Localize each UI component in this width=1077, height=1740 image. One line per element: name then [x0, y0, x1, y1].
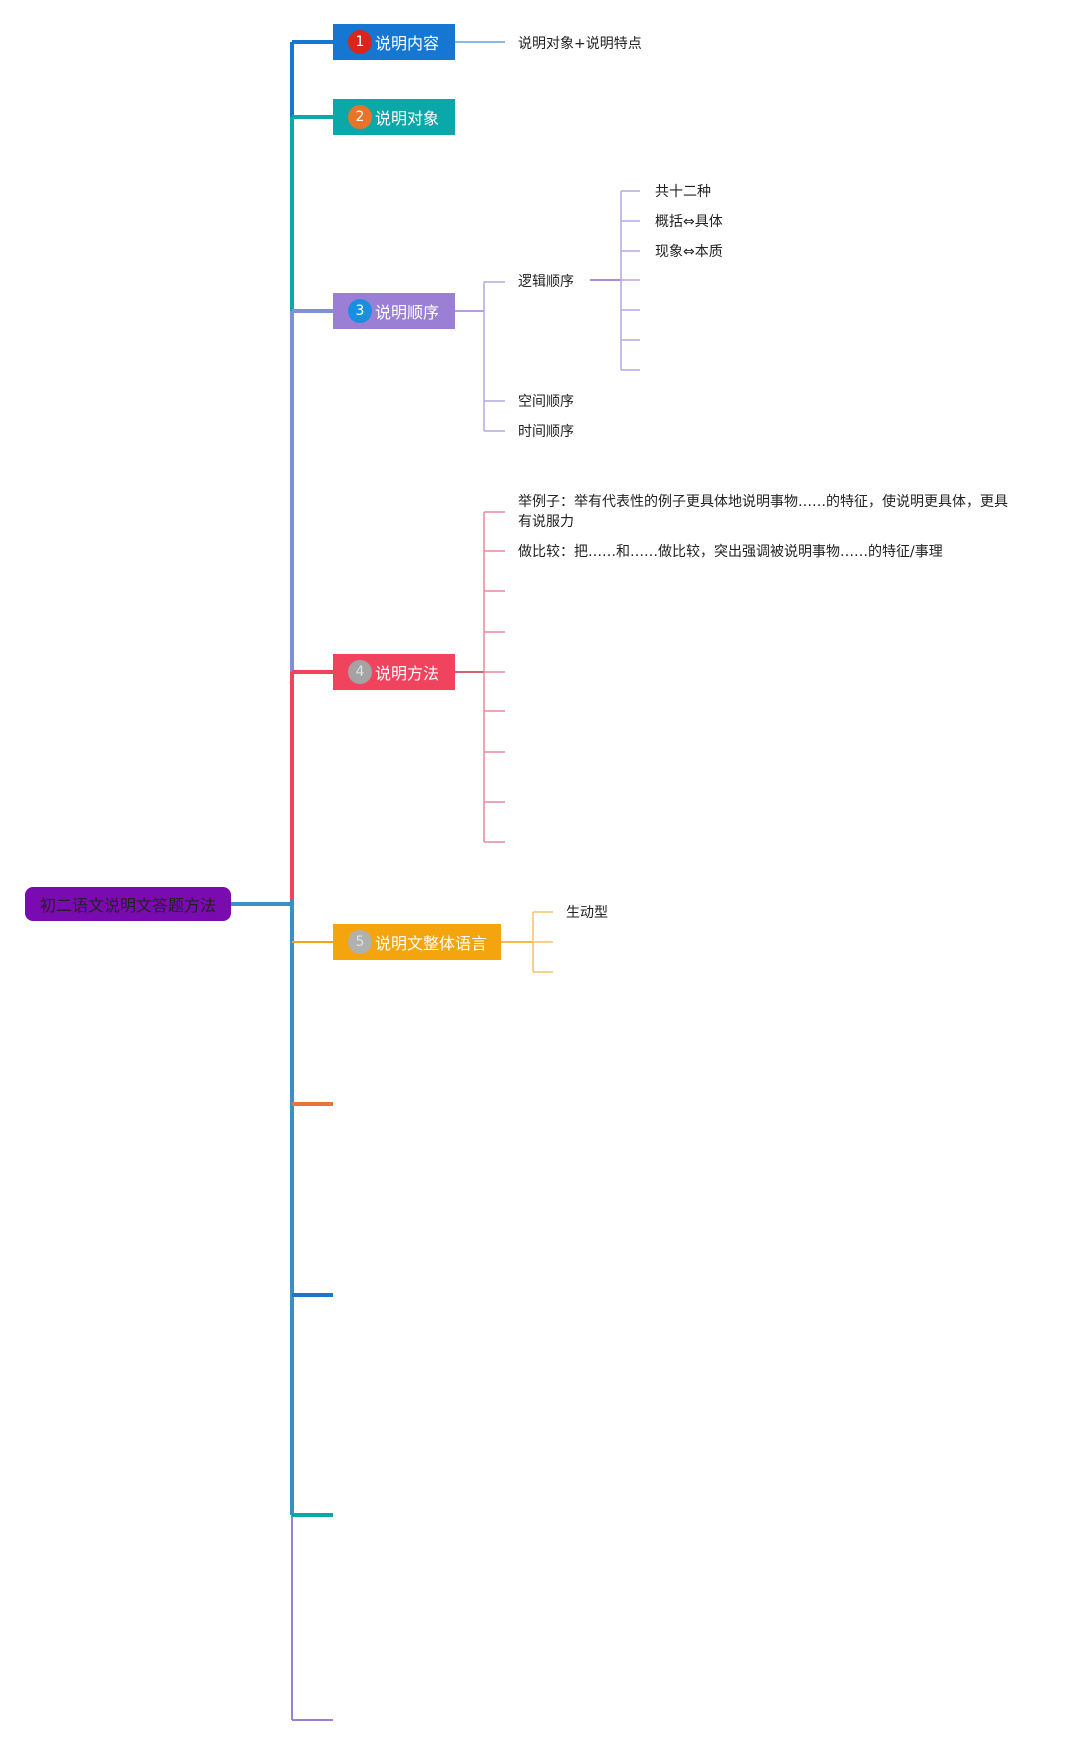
branch-2-label: 说明对象 [375, 109, 440, 128]
leaf-xianxiang-benzhi[interactable]: 现象⇔本质 [655, 244, 723, 260]
branch-3-label: 说明顺序 [375, 303, 440, 322]
branch-1-shuoming-neirong[interactable]: 1 说明内容 [333, 24, 455, 60]
root-topic[interactable]: 初二语文说明文答题方法 [25, 887, 231, 921]
branch-4-shuoming-fangfa[interactable]: 4 说明方法 [333, 654, 455, 690]
leaf-duixiang-tedian[interactable]: 说明对象+说明特点 [518, 36, 642, 52]
branch-5-zhengti-yuyan[interactable]: 5 说明文整体语言 [333, 924, 501, 960]
number-3-badge: 3 [348, 299, 372, 323]
branch-3-shuoming-shunxu[interactable]: 3 说明顺序 [333, 293, 455, 329]
branch-2-shuoming-duixiang[interactable]: 2 说明对象 [333, 99, 455, 135]
number-2-badge: 2 [348, 105, 372, 129]
branch-4-label: 说明方法 [375, 664, 440, 683]
leaf-luoji-shunxu[interactable]: 逻辑顺序 [518, 274, 574, 290]
number-4-badge: 4 [348, 660, 372, 684]
number-1-badge: 1 [348, 30, 372, 54]
leaf-shengdong-xing[interactable]: 生动型 [566, 905, 608, 921]
leaf-zuo-bijiao[interactable]: 做比较：把……和……做比较，突出强调被说明事物……的特征/事理 [518, 544, 943, 560]
leaf-gong-shier-zhong[interactable]: 共十二种 [655, 184, 711, 200]
leaf-ju-lizi[interactable]: 举例子：举有代表性的例子更具体地说明事物……的特征，使说明更具体，更具有说服力 [518, 494, 1008, 530]
branch-1-label: 说明内容 [375, 34, 440, 53]
leaf-shijian-shunxu[interactable]: 时间顺序 [518, 424, 574, 440]
leaf-kongjian-shunxu[interactable]: 空间顺序 [518, 394, 574, 410]
leaf-gaikuo-juti[interactable]: 概括⇔具体 [655, 214, 723, 230]
branch-5-label: 说明文整体语言 [375, 934, 488, 953]
number-5-badge: 5 [348, 930, 372, 954]
